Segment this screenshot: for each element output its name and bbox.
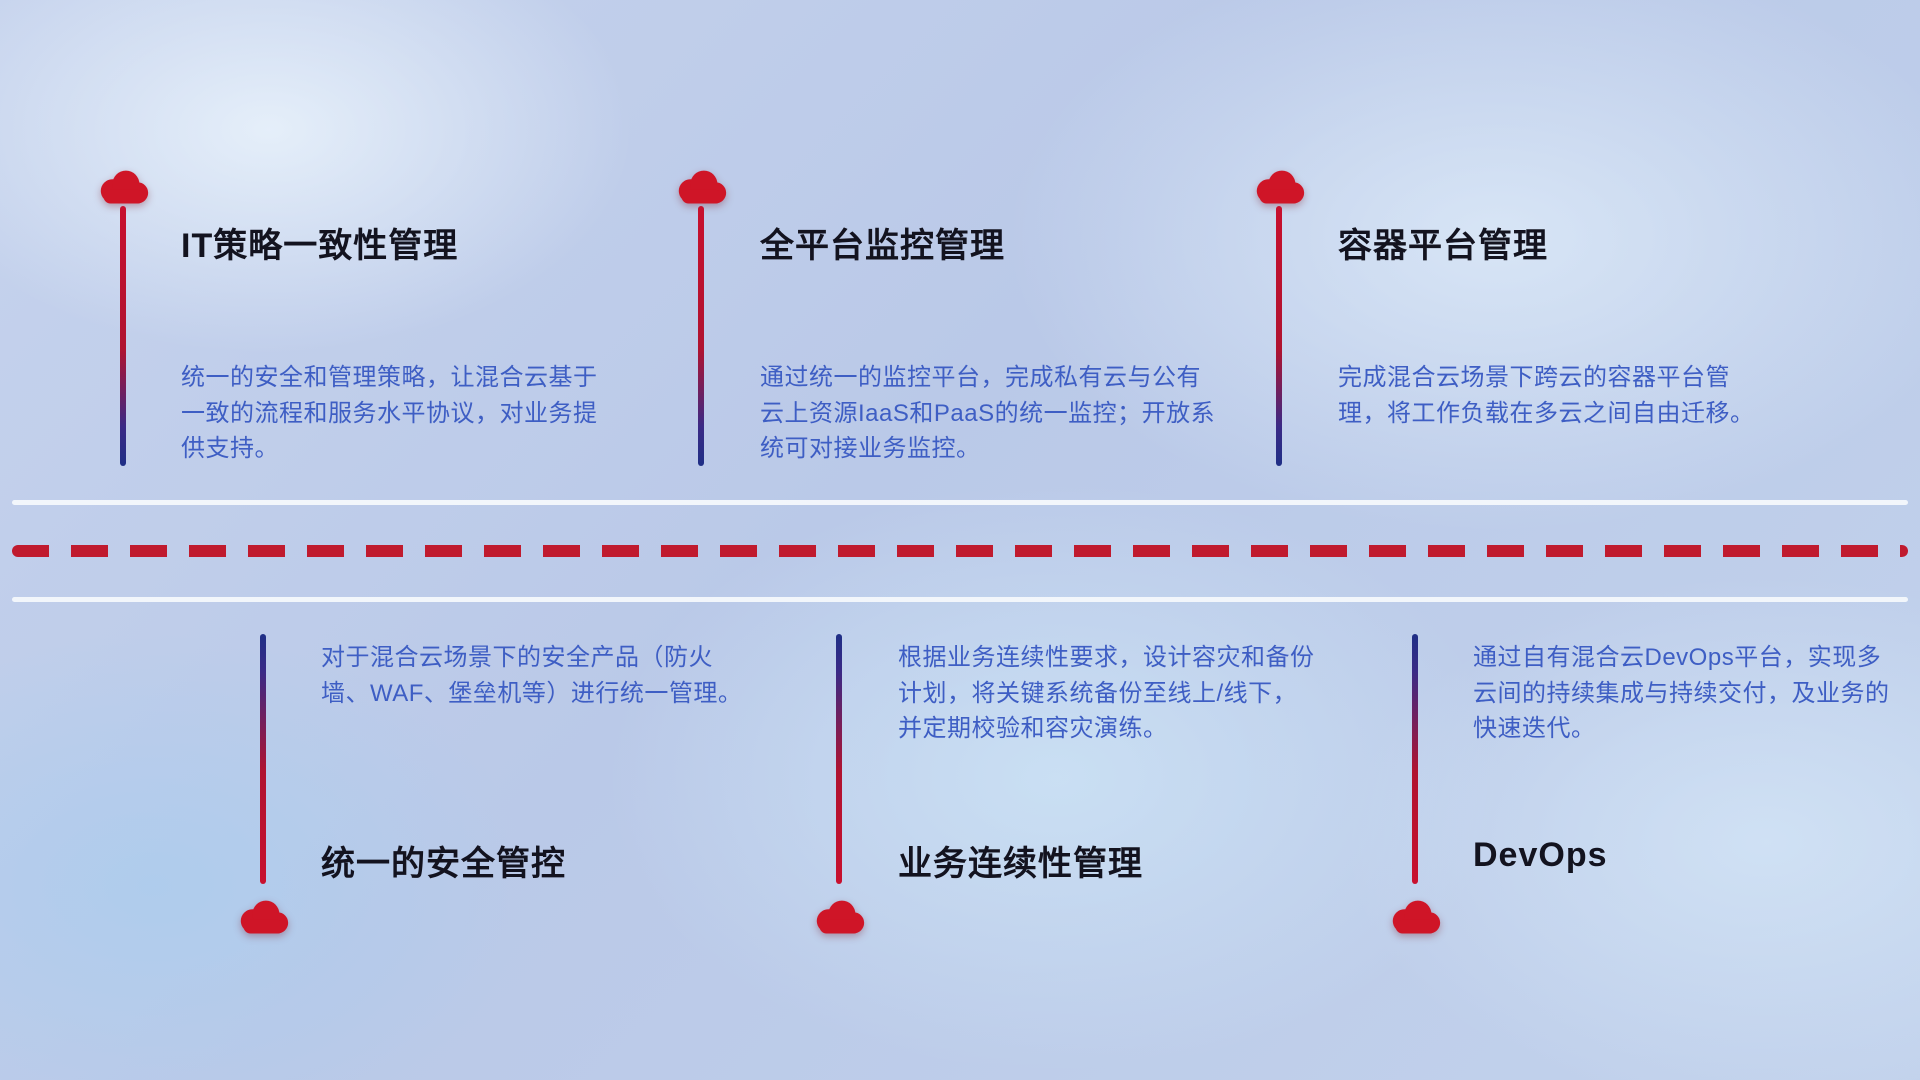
connector-line [698, 206, 704, 466]
divider-dashed-line [12, 545, 1908, 557]
feature-title: IT策略一致性管理 [181, 227, 459, 265]
feature-description: 通过自有混合云DevOps平台，实现多云间的持续集成与持续交付，及业务的快速迭代… [1473, 644, 1890, 743]
feature-title: DevOps [1473, 836, 1608, 874]
connector-line [1412, 634, 1418, 884]
cloud-icon [810, 898, 868, 938]
feature-description: 根据业务连续性要求，设计容灾和备份计划，将关键系统备份至线上/线下，并定期校验和… [898, 644, 1315, 743]
cloud-icon [234, 898, 292, 938]
connector-line [120, 206, 126, 466]
feature-description: 对于混合云场景下的安全产品（防火墙、WAF、堡垒机等）进行统一管理。 [321, 644, 743, 707]
feature-title: 容器平台管理 [1338, 227, 1548, 265]
connector-line [836, 634, 842, 884]
divider-line-top [12, 500, 1908, 505]
connector-line [1276, 206, 1282, 466]
feature-title: 全平台监控管理 [760, 227, 1005, 265]
cloud-icon [1250, 168, 1308, 208]
cloud-icon [672, 168, 730, 208]
cloud-icon [1386, 898, 1444, 938]
feature-title: 业务连续性管理 [898, 845, 1143, 883]
cloud-icon [94, 168, 152, 208]
feature-description: 通过统一的监控平台，完成私有云与公有云上资源IaaS和PaaS的统一监控；开放系… [760, 364, 1216, 463]
feature-title: 统一的安全管控 [321, 845, 566, 883]
feature-description: 完成混合云场景下跨云的容器平台管理，将工作负载在多云之间自由迁移。 [1338, 364, 1755, 427]
divider-line-bottom [12, 597, 1908, 602]
feature-description: 统一的安全和管理策略，让混合云基于一致的流程和服务水平协议，对业务提供支持。 [181, 364, 598, 463]
connector-line [260, 634, 266, 884]
